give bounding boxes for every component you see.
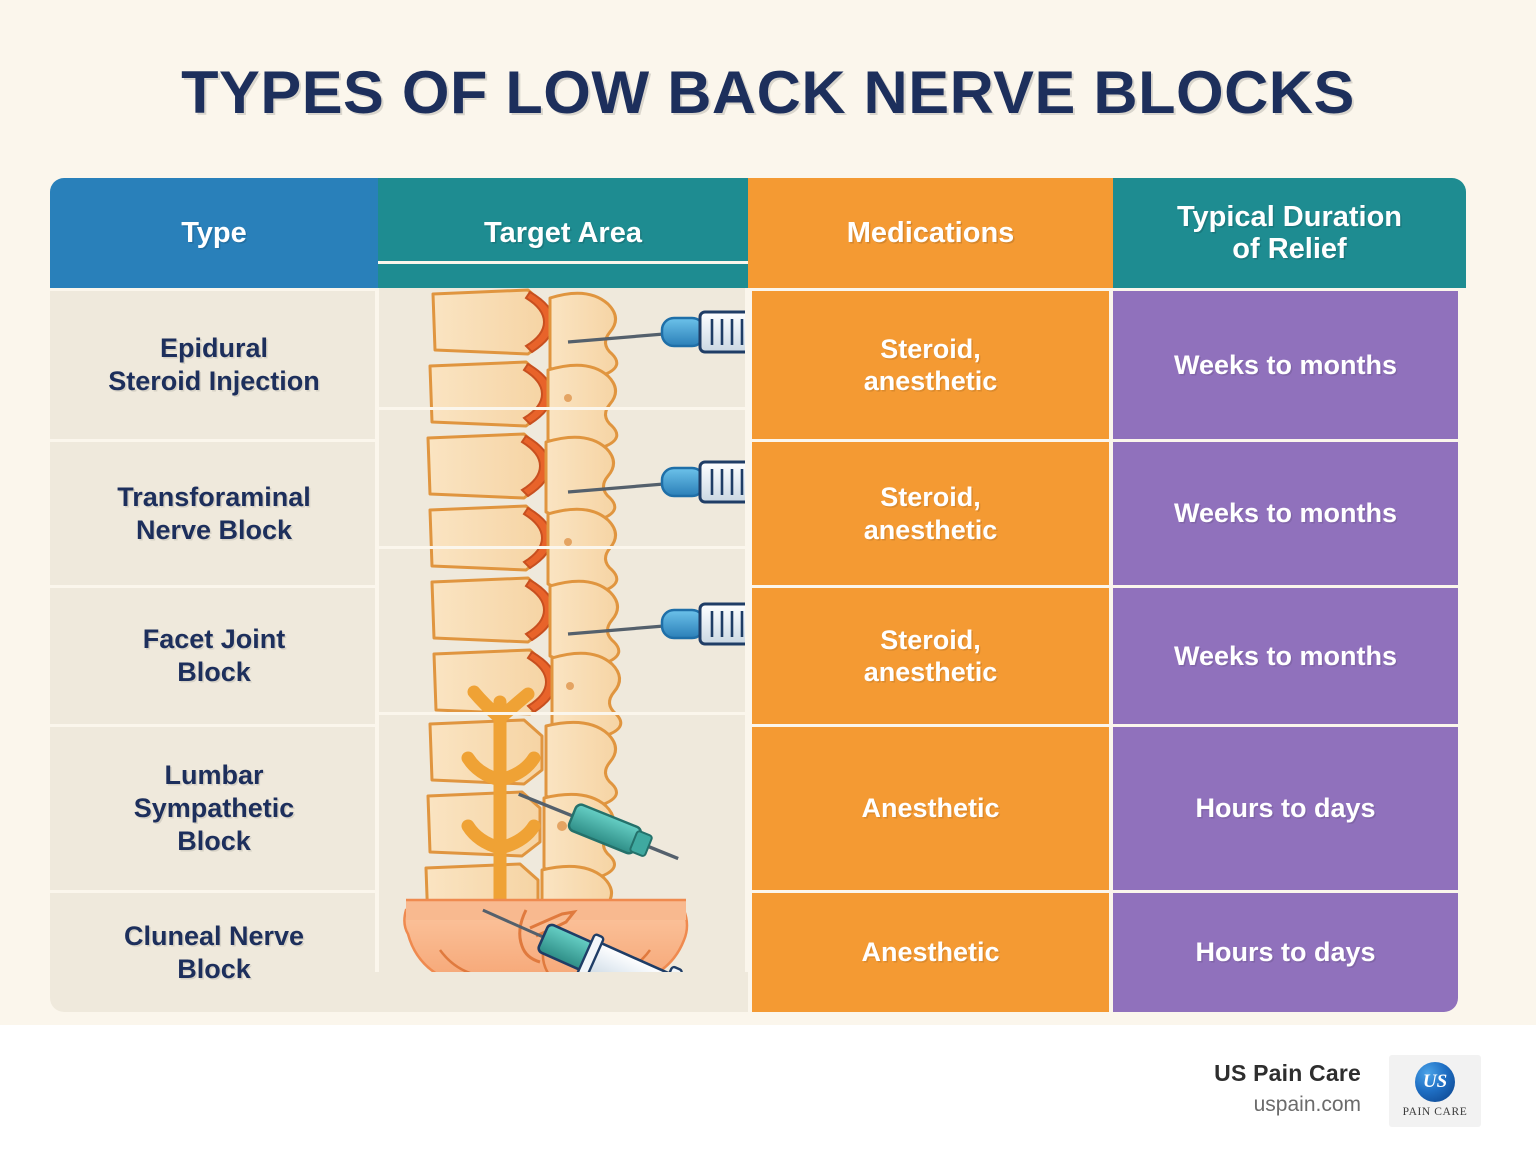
brand-block: US Pain Care uspain.com xyxy=(1214,1060,1361,1117)
cell-duration: Weeks to months xyxy=(1113,588,1458,724)
cell-medications: Anesthetic xyxy=(752,727,1109,890)
medication-line-1: Steroid, xyxy=(880,624,981,655)
table-row: Lumbar Sympathetic Block Anesthetic Hour… xyxy=(50,727,1466,890)
logo-circle-icon: US xyxy=(1415,1062,1455,1102)
type-line-3: Block xyxy=(177,825,251,856)
type-line-1: Facet Joint xyxy=(142,624,286,655)
cell-duration: Hours to days xyxy=(1113,893,1458,1012)
row-separator xyxy=(378,407,748,410)
row-separator xyxy=(378,261,748,264)
medication-line-1: Steroid, xyxy=(880,333,981,364)
type-line-2: Nerve Block xyxy=(135,514,293,545)
syringe-icon xyxy=(567,460,748,504)
vertebra-body xyxy=(426,432,617,524)
type-line-2: Block xyxy=(177,953,251,984)
table-row: Facet Joint Block Steroid, anesthetic We… xyxy=(50,588,1466,724)
cell-duration: Weeks to months xyxy=(1113,442,1458,585)
vertebra-body xyxy=(431,288,619,380)
table-row: Epidural Steroid Injection Steroid, anes… xyxy=(50,291,1466,439)
logo-caption: PAIN CARE xyxy=(1402,1106,1468,1118)
cell-type: Lumbar Sympathetic Block xyxy=(50,727,378,890)
row-separator xyxy=(378,546,748,549)
type-line-2: Steroid Injection xyxy=(108,366,320,396)
lumbar-vertebrae-stack-group xyxy=(426,288,623,740)
cell-medications: Steroid, anesthetic xyxy=(752,588,1109,724)
syringe-icon xyxy=(567,310,748,354)
column-header-target-area-label: Target Area xyxy=(484,216,642,249)
type-line-1: Epidural xyxy=(159,333,268,364)
cell-duration: Weeks to months xyxy=(1113,291,1458,439)
table-row: Cluneal Nerve Block Anesthetic Hours to … xyxy=(50,893,1466,1012)
brand-name: US Pain Care xyxy=(1214,1060,1361,1086)
vertebra-body xyxy=(428,504,619,596)
duration-header-line-1: Typical Duration xyxy=(1176,200,1403,233)
sympathetic-nerve-chain-icon xyxy=(461,685,541,935)
target-area-illustration-column xyxy=(378,288,748,972)
cell-medications: Steroid, anesthetic xyxy=(752,442,1109,585)
footer xyxy=(0,1025,1536,1154)
column-header-duration: Typical Duration of Relief xyxy=(1113,178,1466,288)
syringe-icon xyxy=(567,602,748,646)
medication-line-2: anesthetic xyxy=(863,366,998,396)
sympathetic-nerve-spine-group xyxy=(424,685,618,953)
cell-type: Transforaminal Nerve Block xyxy=(50,442,378,585)
logo-initials: US xyxy=(1422,1071,1448,1092)
type-line-1: Lumbar xyxy=(164,760,264,791)
us-pain-care-logo: US PAIN CARE xyxy=(1389,1055,1481,1127)
spine-anatomy-illustration xyxy=(403,288,748,972)
column-header-medications: Medications xyxy=(748,178,1113,288)
column-separator xyxy=(375,288,379,972)
medication-line-2: anesthetic xyxy=(863,514,998,545)
row-separator xyxy=(378,712,748,715)
column-header-type: Type xyxy=(50,178,378,288)
column-header-type-label: Type xyxy=(181,216,247,249)
page-title: TYPES OF LOW BACK NERVE BLOCKS xyxy=(181,59,1355,126)
cell-type: Facet Joint Block xyxy=(50,588,378,724)
brand-url: uspain.com xyxy=(1253,1093,1361,1116)
cell-medications: Steroid, anesthetic xyxy=(752,291,1109,439)
cell-medications: Anesthetic xyxy=(752,893,1109,1012)
type-line-1: Cluneal Nerve xyxy=(123,920,305,951)
duration-header-line-2: of Relief xyxy=(1232,233,1347,265)
column-header-duration-label: Typical Duration of Relief xyxy=(1177,201,1402,266)
table-row: Transforaminal Nerve Block Steroid, anes… xyxy=(50,442,1466,585)
syringe-icon xyxy=(518,792,679,861)
nerve-blocks-table: Type Target Area Medications Typical Dur… xyxy=(50,178,1466,1012)
column-header-medications-label: Medications xyxy=(846,216,1015,249)
type-line-1: Transforaminal xyxy=(117,481,311,512)
cell-type: Epidural Steroid Injection xyxy=(50,291,378,439)
medication-line-1: Steroid, xyxy=(880,482,981,513)
type-line-2: Sympathetic xyxy=(133,793,295,824)
medication-line-2: anesthetic xyxy=(863,657,998,687)
syringe-icon xyxy=(482,908,683,972)
cell-duration: Hours to days xyxy=(1113,727,1458,890)
column-separator xyxy=(745,288,749,972)
table-header-row: Type Target Area Medications Typical Dur… xyxy=(50,178,1466,288)
column-header-target-area: Target Area xyxy=(378,178,748,288)
cell-type: Cluneal Nerve Block xyxy=(50,893,378,1012)
type-line-2: Block xyxy=(177,657,251,687)
